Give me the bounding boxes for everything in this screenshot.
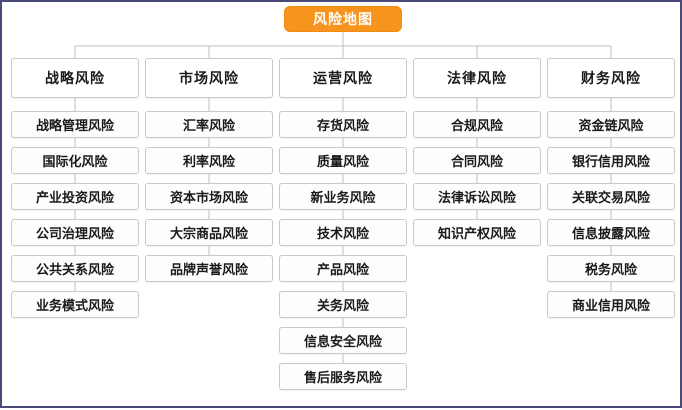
risk-node-label: 新业务风险 <box>310 191 376 206</box>
risk-node-label: 商业信用风险 <box>571 299 650 314</box>
risk-node-label: 产业投资风险 <box>35 191 114 206</box>
risk-node-label: 质量风险 <box>316 155 369 170</box>
risk-node-label: 利率风险 <box>182 155 235 170</box>
risk-node[interactable]: 税务风险 <box>547 255 675 282</box>
risk-node-label: 关务风险 <box>316 299 369 314</box>
child-list-strategic-risk: 战略管理风险 国际化风险 产业投资风险 公司治理风险 公共关系风险 业务模式风险 <box>11 111 139 318</box>
risk-node-label: 品牌声誉风险 <box>169 263 248 278</box>
risk-node[interactable]: 产业投资风险 <box>11 183 139 210</box>
risk-node-label: 银行信用风险 <box>571 155 650 170</box>
risk-node[interactable]: 公共关系风险 <box>11 255 139 282</box>
risk-node[interactable]: 质量风险 <box>279 147 407 174</box>
risk-node-label: 产品风险 <box>316 263 369 278</box>
risk-node-label: 公共关系风险 <box>35 263 114 278</box>
risk-node[interactable]: 利率风险 <box>145 147 273 174</box>
child-list-legal-risk: 合规风险 合同风险 法律诉讼风险 知识产权风险 <box>413 111 541 246</box>
column-legal-risk: 法律风险 合规风险 合同风险 法律诉讼风险 知识产权风险 <box>413 58 541 246</box>
category-header-financial-risk[interactable]: 财务风险 <box>547 58 675 98</box>
risk-node[interactable]: 关联交易风险 <box>547 183 675 210</box>
risk-node[interactable]: 商业信用风险 <box>547 291 675 318</box>
category-header-market-risk[interactable]: 市场风险 <box>145 58 273 98</box>
risk-node[interactable]: 存货风险 <box>279 111 407 138</box>
risk-node-label: 业务模式风险 <box>35 299 114 314</box>
risk-node-label: 资金链风险 <box>578 119 644 134</box>
category-header-legal-risk[interactable]: 法律风险 <box>413 58 541 98</box>
risk-node[interactable]: 品牌声誉风险 <box>145 255 273 282</box>
risk-node-label: 公司治理风险 <box>35 227 114 242</box>
risk-node[interactable]: 公司治理风险 <box>11 219 139 246</box>
risk-node[interactable]: 法律诉讼风险 <box>413 183 541 210</box>
root-node-label: 风险地图 <box>313 12 373 28</box>
root-node-risk-map[interactable]: 风险地图 <box>284 6 402 32</box>
risk-node[interactable]: 产品风险 <box>279 255 407 282</box>
risk-node[interactable]: 汇率风险 <box>145 111 273 138</box>
risk-node-label: 汇率风险 <box>182 119 235 134</box>
risk-node[interactable]: 信息披露风险 <box>547 219 675 246</box>
risk-node[interactable]: 资本市场风险 <box>145 183 273 210</box>
column-strategic-risk: 战略风险 战略管理风险 国际化风险 产业投资风险 公司治理风险 公共关系风险 <box>11 58 139 318</box>
child-list-financial-risk: 资金链风险 银行信用风险 关联交易风险 信息披露风险 税务风险 商业信用风险 <box>547 111 675 318</box>
risk-node-label: 技术风险 <box>316 227 369 242</box>
risk-node[interactable]: 银行信用风险 <box>547 147 675 174</box>
risk-node[interactable]: 国际化风险 <box>11 147 139 174</box>
category-header-label: 市场风险 <box>179 71 239 87</box>
column-financial-risk: 财务风险 资金链风险 银行信用风险 关联交易风险 信息披露风险 税务风险 <box>547 58 675 318</box>
risk-node[interactable]: 资金链风险 <box>547 111 675 138</box>
risk-node[interactable]: 业务模式风险 <box>11 291 139 318</box>
category-header-label: 战略风险 <box>45 71 105 87</box>
risk-node-label: 存货风险 <box>316 119 369 134</box>
category-header-operational-risk[interactable]: 运营风险 <box>279 58 407 98</box>
category-header-label: 财务风险 <box>581 71 641 87</box>
risk-node-label: 合规风险 <box>450 119 503 134</box>
risk-node-label: 关联交易风险 <box>571 191 650 206</box>
risk-node-label: 知识产权风险 <box>437 227 516 242</box>
risk-node[interactable]: 合同风险 <box>413 147 541 174</box>
risk-node[interactable]: 信息安全风险 <box>279 327 407 354</box>
risk-node[interactable]: 关务风险 <box>279 291 407 318</box>
column-operational-risk: 运营风险 存货风险 质量风险 新业务风险 技术风险 产品风险 <box>279 58 407 390</box>
risk-node[interactable]: 新业务风险 <box>279 183 407 210</box>
risk-node-label: 法律诉讼风险 <box>437 191 516 206</box>
risk-node-label: 战略管理风险 <box>35 119 114 134</box>
column-market-risk: 市场风险 汇率风险 利率风险 资本市场风险 大宗商品风险 品牌声誉风险 <box>145 58 273 282</box>
category-header-label: 运营风险 <box>313 71 373 87</box>
risk-node[interactable]: 合规风险 <box>413 111 541 138</box>
risk-node[interactable]: 售后服务风险 <box>279 363 407 390</box>
risk-node-label: 合同风险 <box>450 155 503 170</box>
risk-node-label: 大宗商品风险 <box>169 227 248 242</box>
risk-node-label: 售后服务风险 <box>303 371 382 386</box>
risk-node[interactable]: 技术风险 <box>279 219 407 246</box>
risk-node-label: 税务风险 <box>584 263 637 278</box>
child-list-operational-risk: 存货风险 质量风险 新业务风险 技术风险 产品风险 关务风险 信 <box>279 111 407 390</box>
child-list-market-risk: 汇率风险 利率风险 资本市场风险 大宗商品风险 品牌声誉风险 <box>145 111 273 282</box>
risk-node[interactable]: 大宗商品风险 <box>145 219 273 246</box>
risk-node-label: 信息安全风险 <box>303 335 382 350</box>
category-header-strategic-risk[interactable]: 战略风险 <box>11 58 139 98</box>
risk-node[interactable]: 战略管理风险 <box>11 111 139 138</box>
category-header-label: 法律风险 <box>447 71 507 87</box>
risk-node-label: 信息披露风险 <box>571 227 650 242</box>
risk-node[interactable]: 知识产权风险 <box>413 219 541 246</box>
risk-node-label: 国际化风险 <box>42 155 108 170</box>
risk-node-label: 资本市场风险 <box>169 191 248 206</box>
